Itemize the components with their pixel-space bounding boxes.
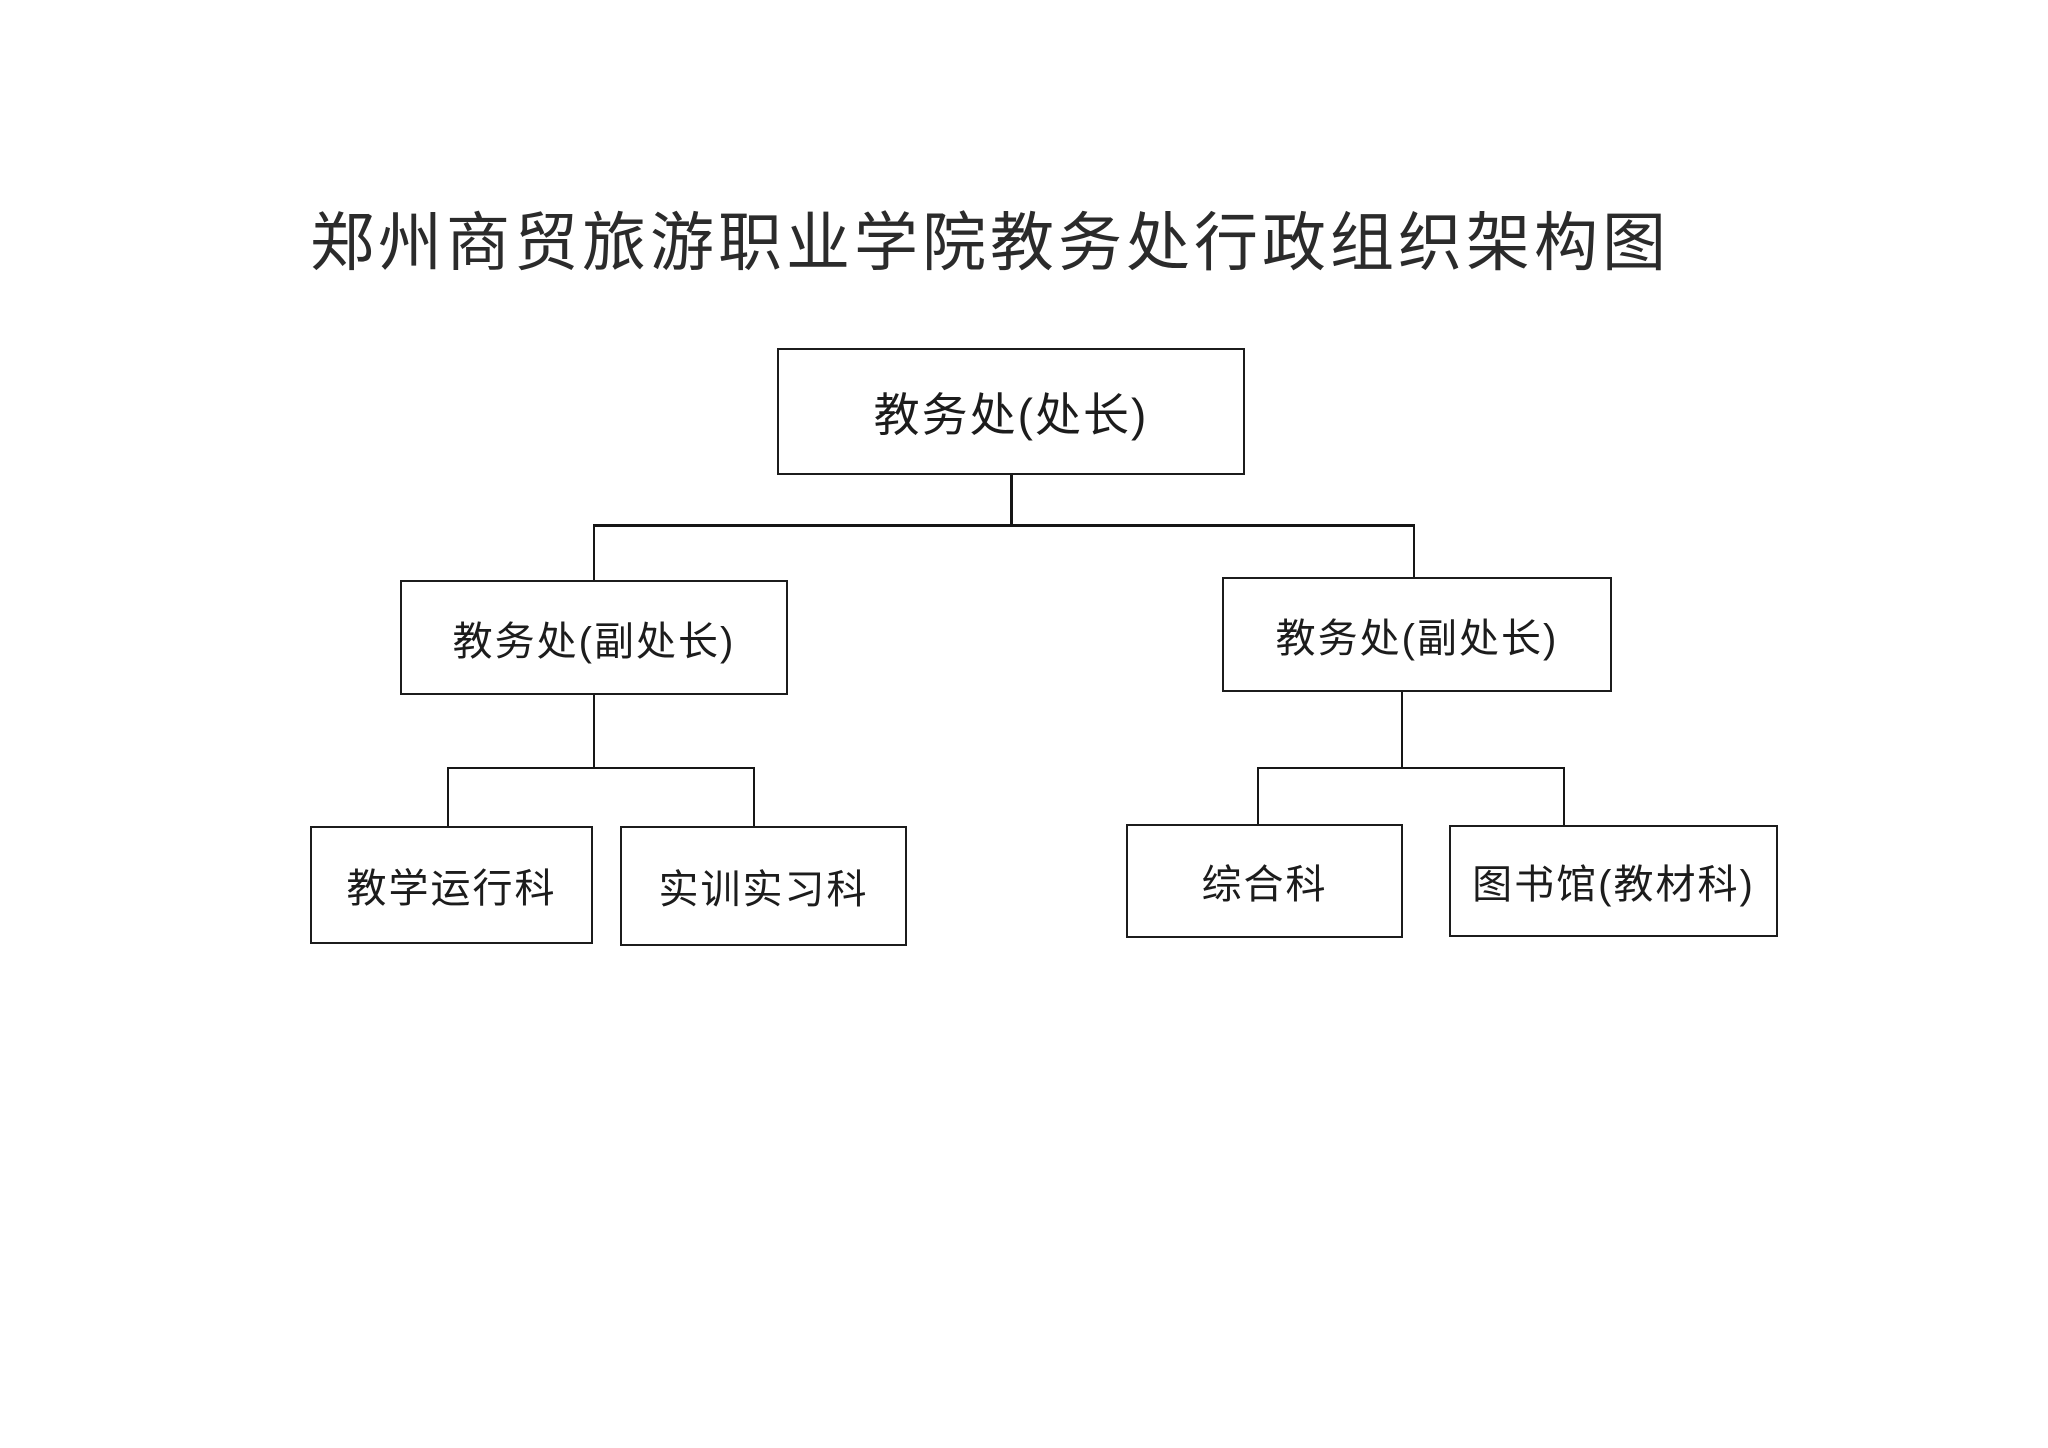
connector-deputy-right-stem xyxy=(1401,692,1403,769)
connector-drop-sec-4 xyxy=(1563,767,1565,827)
connector-level1-rail xyxy=(593,524,1415,527)
org-node-deputy-left: 教务处(副处长) xyxy=(400,580,788,695)
page-title: 郑州商贸旅游职业学院教务处行政组织架构图 xyxy=(310,207,1670,279)
org-node-director: 教务处(处长) xyxy=(777,348,1245,475)
org-node-general-affairs: 综合科 xyxy=(1126,824,1403,938)
connector-drop-sec-2 xyxy=(753,767,755,828)
connector-drop-deputy-right xyxy=(1413,524,1415,579)
connector-root-stem xyxy=(1010,475,1013,527)
connector-drop-sec-3 xyxy=(1257,767,1259,826)
connector-drop-sec-1 xyxy=(447,767,449,828)
org-node-library-textbooks: 图书馆(教材科) xyxy=(1449,825,1778,937)
connector-drop-deputy-left xyxy=(593,524,595,582)
connector-deputy-left-stem xyxy=(593,695,595,769)
org-node-practical-training: 实训实习科 xyxy=(620,826,907,946)
connector-left-rail xyxy=(447,767,755,769)
org-node-teaching-operations: 教学运行科 xyxy=(310,826,593,944)
org-node-deputy-right: 教务处(副处长) xyxy=(1222,577,1612,692)
connector-right-rail xyxy=(1257,767,1565,769)
